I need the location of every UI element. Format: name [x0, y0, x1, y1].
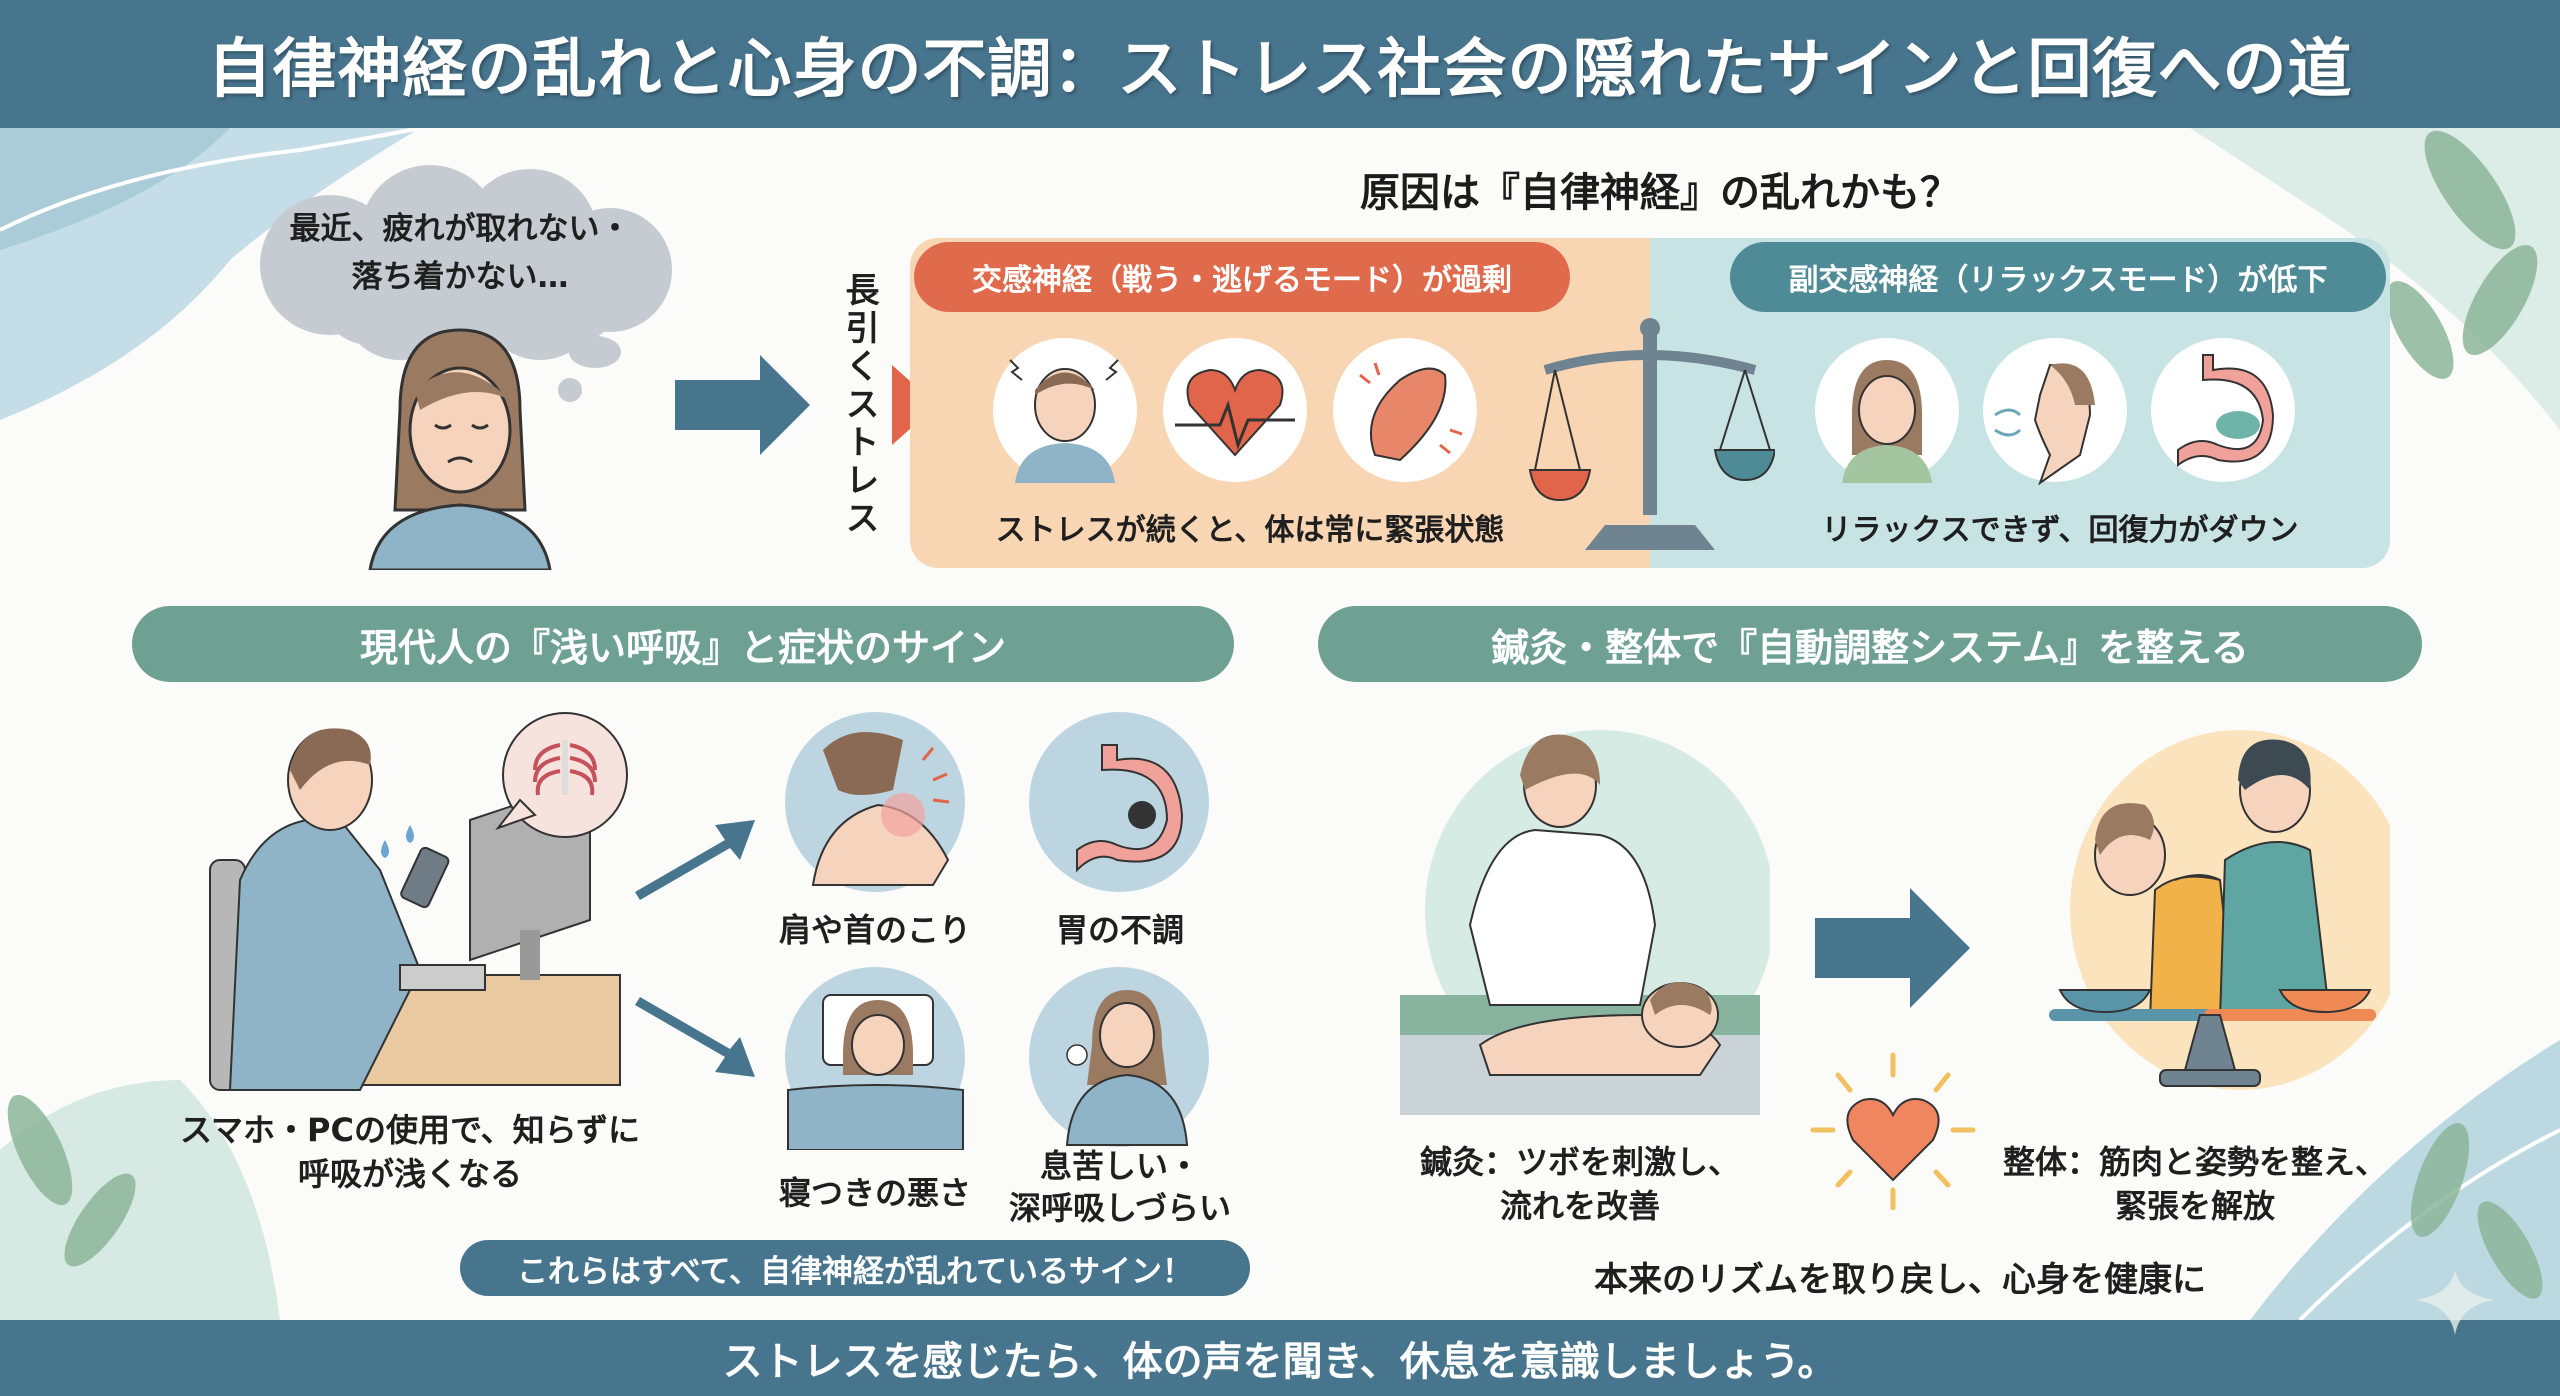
acupuncture-caption: 鍼灸：ツボを刺激し、 流れを改善: [1380, 1140, 1780, 1228]
symptom-label-insomnia: 寝つきの悪さ: [778, 1174, 971, 1212]
thought-cloud-icon: [260, 165, 672, 360]
acupuncture-caption-line-1: 鍼灸：ツボを刺激し、: [1419, 1143, 1740, 1181]
seitai-caption: 整体：筋肉と姿勢を整え、 緊張を解放: [1980, 1140, 2410, 1228]
symptom-label-stomach: 胃の不調: [1055, 911, 1184, 949]
glowing-heart-icon: [1810, 1052, 1976, 1210]
stomach-icon: [2151, 338, 2295, 482]
seitai-posture-icon: [2049, 730, 2390, 1090]
parasympathetic-caption: リラックスできず、回復力がダウン: [1821, 513, 2299, 548]
ribcage-bubble-icon: [495, 712, 628, 838]
acupuncture-caption-line-2: 流れを改善: [1499, 1187, 1660, 1225]
sympathetic-caption: ストレスが続くと、体は常に緊張状態: [995, 513, 1505, 548]
parasympathetic-label: 副交感神経（リラックスモード）が低下: [1730, 242, 2386, 312]
tired-woman-icon: [368, 328, 552, 570]
footer-message: ストレスを感じたら、体の声を聞き、休息を意識しましょう。: [722, 1339, 1838, 1385]
arrow-right-treatment-icon: [1815, 888, 1970, 1008]
arrow-up-right-icon: [635, 820, 755, 900]
breathing-section-title: 現代人の『浅い呼吸』と症状のサイン: [132, 606, 1234, 682]
stiff-neck-icon: [785, 712, 965, 892]
person-caption-line-2: 呼吸が浅くなる: [297, 1155, 522, 1193]
person-using-phone-pc-icon: [209, 728, 621, 1091]
sympathetic-label: 交感神経（戦う・逃げるモード）が過剰: [914, 242, 1570, 312]
seitai-caption-line-1: 整体：筋肉と姿勢を整え、: [2002, 1143, 2387, 1181]
seitai-caption-line-2: 緊張を解放: [2114, 1187, 2275, 1225]
treatment-section-title: 鍼灸・整体で『自動調整システム』を整える: [1318, 606, 2422, 682]
treatment-summary: 本来のリズムを取り戻し、心身を健康に: [1594, 1260, 2206, 1300]
symptom-label-breathless: 息苦しい・ 深呼吸しづらい: [990, 1145, 1250, 1229]
thought-bubble-dots-icon: [558, 336, 621, 402]
symptom-label-breathless-line-1: 息苦しい・: [1039, 1147, 1200, 1185]
person-caption: スマホ・PCの使用で、知らずに 呼吸が浅くなる: [150, 1108, 670, 1196]
signs-banner: これらはすべて、自律神経が乱れているサイン！: [460, 1240, 1250, 1296]
arrow-down-right-icon: [635, 997, 755, 1077]
page-title: 自律神経の乱れと心身の不調：ストレス社会の隠れたサインと回復への道: [207, 33, 2353, 107]
symptom-label-stiff-neck: 肩や首のこり: [778, 911, 971, 949]
person-caption-line-1: スマホ・PCの使用で、知らずに: [179, 1111, 641, 1149]
thought-line-1: 最近、疲れが取れない・: [289, 211, 631, 247]
tense-muscle-icon: [1333, 338, 1477, 482]
prolonged-stress-label: 長引くストレス: [839, 272, 879, 538]
thought-line-2: 落ち着かない…: [351, 259, 569, 295]
balance-scale-icon: [1528, 318, 1775, 550]
shortness-of-breath-icon: [1029, 967, 1209, 1147]
upset-stomach-icon: [1029, 712, 1209, 892]
arrow-right-icon: [675, 355, 810, 455]
header-bar: 自律神経の乱れと心身の不調：ストレス社会の隠れたサインと回復への道: [0, 0, 2560, 128]
breathing-icon: [1983, 338, 2127, 485]
insomnia-icon: [785, 967, 965, 1150]
calm-face-icon: [1815, 338, 1959, 483]
cause-title: 原因は『自律神経』の乱れかも？: [1360, 170, 1960, 216]
thought-text: 最近、疲れが取れない・ 落ち着かない…: [260, 205, 660, 301]
symptom-label-breathless-line-2: 深呼吸しづらい: [1008, 1189, 1232, 1227]
heartbeat-icon: [1163, 338, 1307, 482]
headache-icon: [993, 338, 1137, 483]
footer-bar: ストレスを感じたら、体の声を聞き、休息を意識しましょう。: [0, 1320, 2560, 1396]
acupuncture-icon: [1400, 730, 1770, 1115]
